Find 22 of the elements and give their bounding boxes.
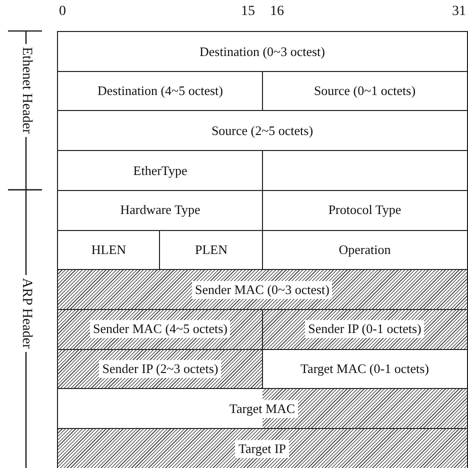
shaded-field-cell <box>57 269 468 310</box>
field-cell <box>57 150 264 192</box>
field-cell <box>262 348 468 390</box>
field-name: Sender MAC (4~5 octets) <box>90 320 230 338</box>
field-cell <box>262 190 468 231</box>
field-cell <box>57 110 468 152</box>
bit-number: 16 <box>270 4 284 20</box>
shaded-field-cell <box>57 428 468 468</box>
field-cell <box>262 70 468 112</box>
field-name: Target IP <box>235 440 290 458</box>
field-name: Sender MAC (0~3 octest) <box>192 280 332 299</box>
shaded-field-cell <box>57 388 468 430</box>
field-name: Sender IP (2~3 octets) <box>99 360 222 378</box>
bit-number: 0 <box>59 4 66 20</box>
bit-number: 31 <box>452 4 466 20</box>
field-name: Sender IP (0-1 octets) <box>305 320 424 338</box>
bit-number: 15 <box>241 4 255 20</box>
shaded-field-cell <box>262 308 468 350</box>
field-cell <box>262 230 468 271</box>
shaded-field-cell <box>57 348 264 390</box>
shaded-field-cell <box>57 308 264 350</box>
field-cell <box>57 31 468 72</box>
